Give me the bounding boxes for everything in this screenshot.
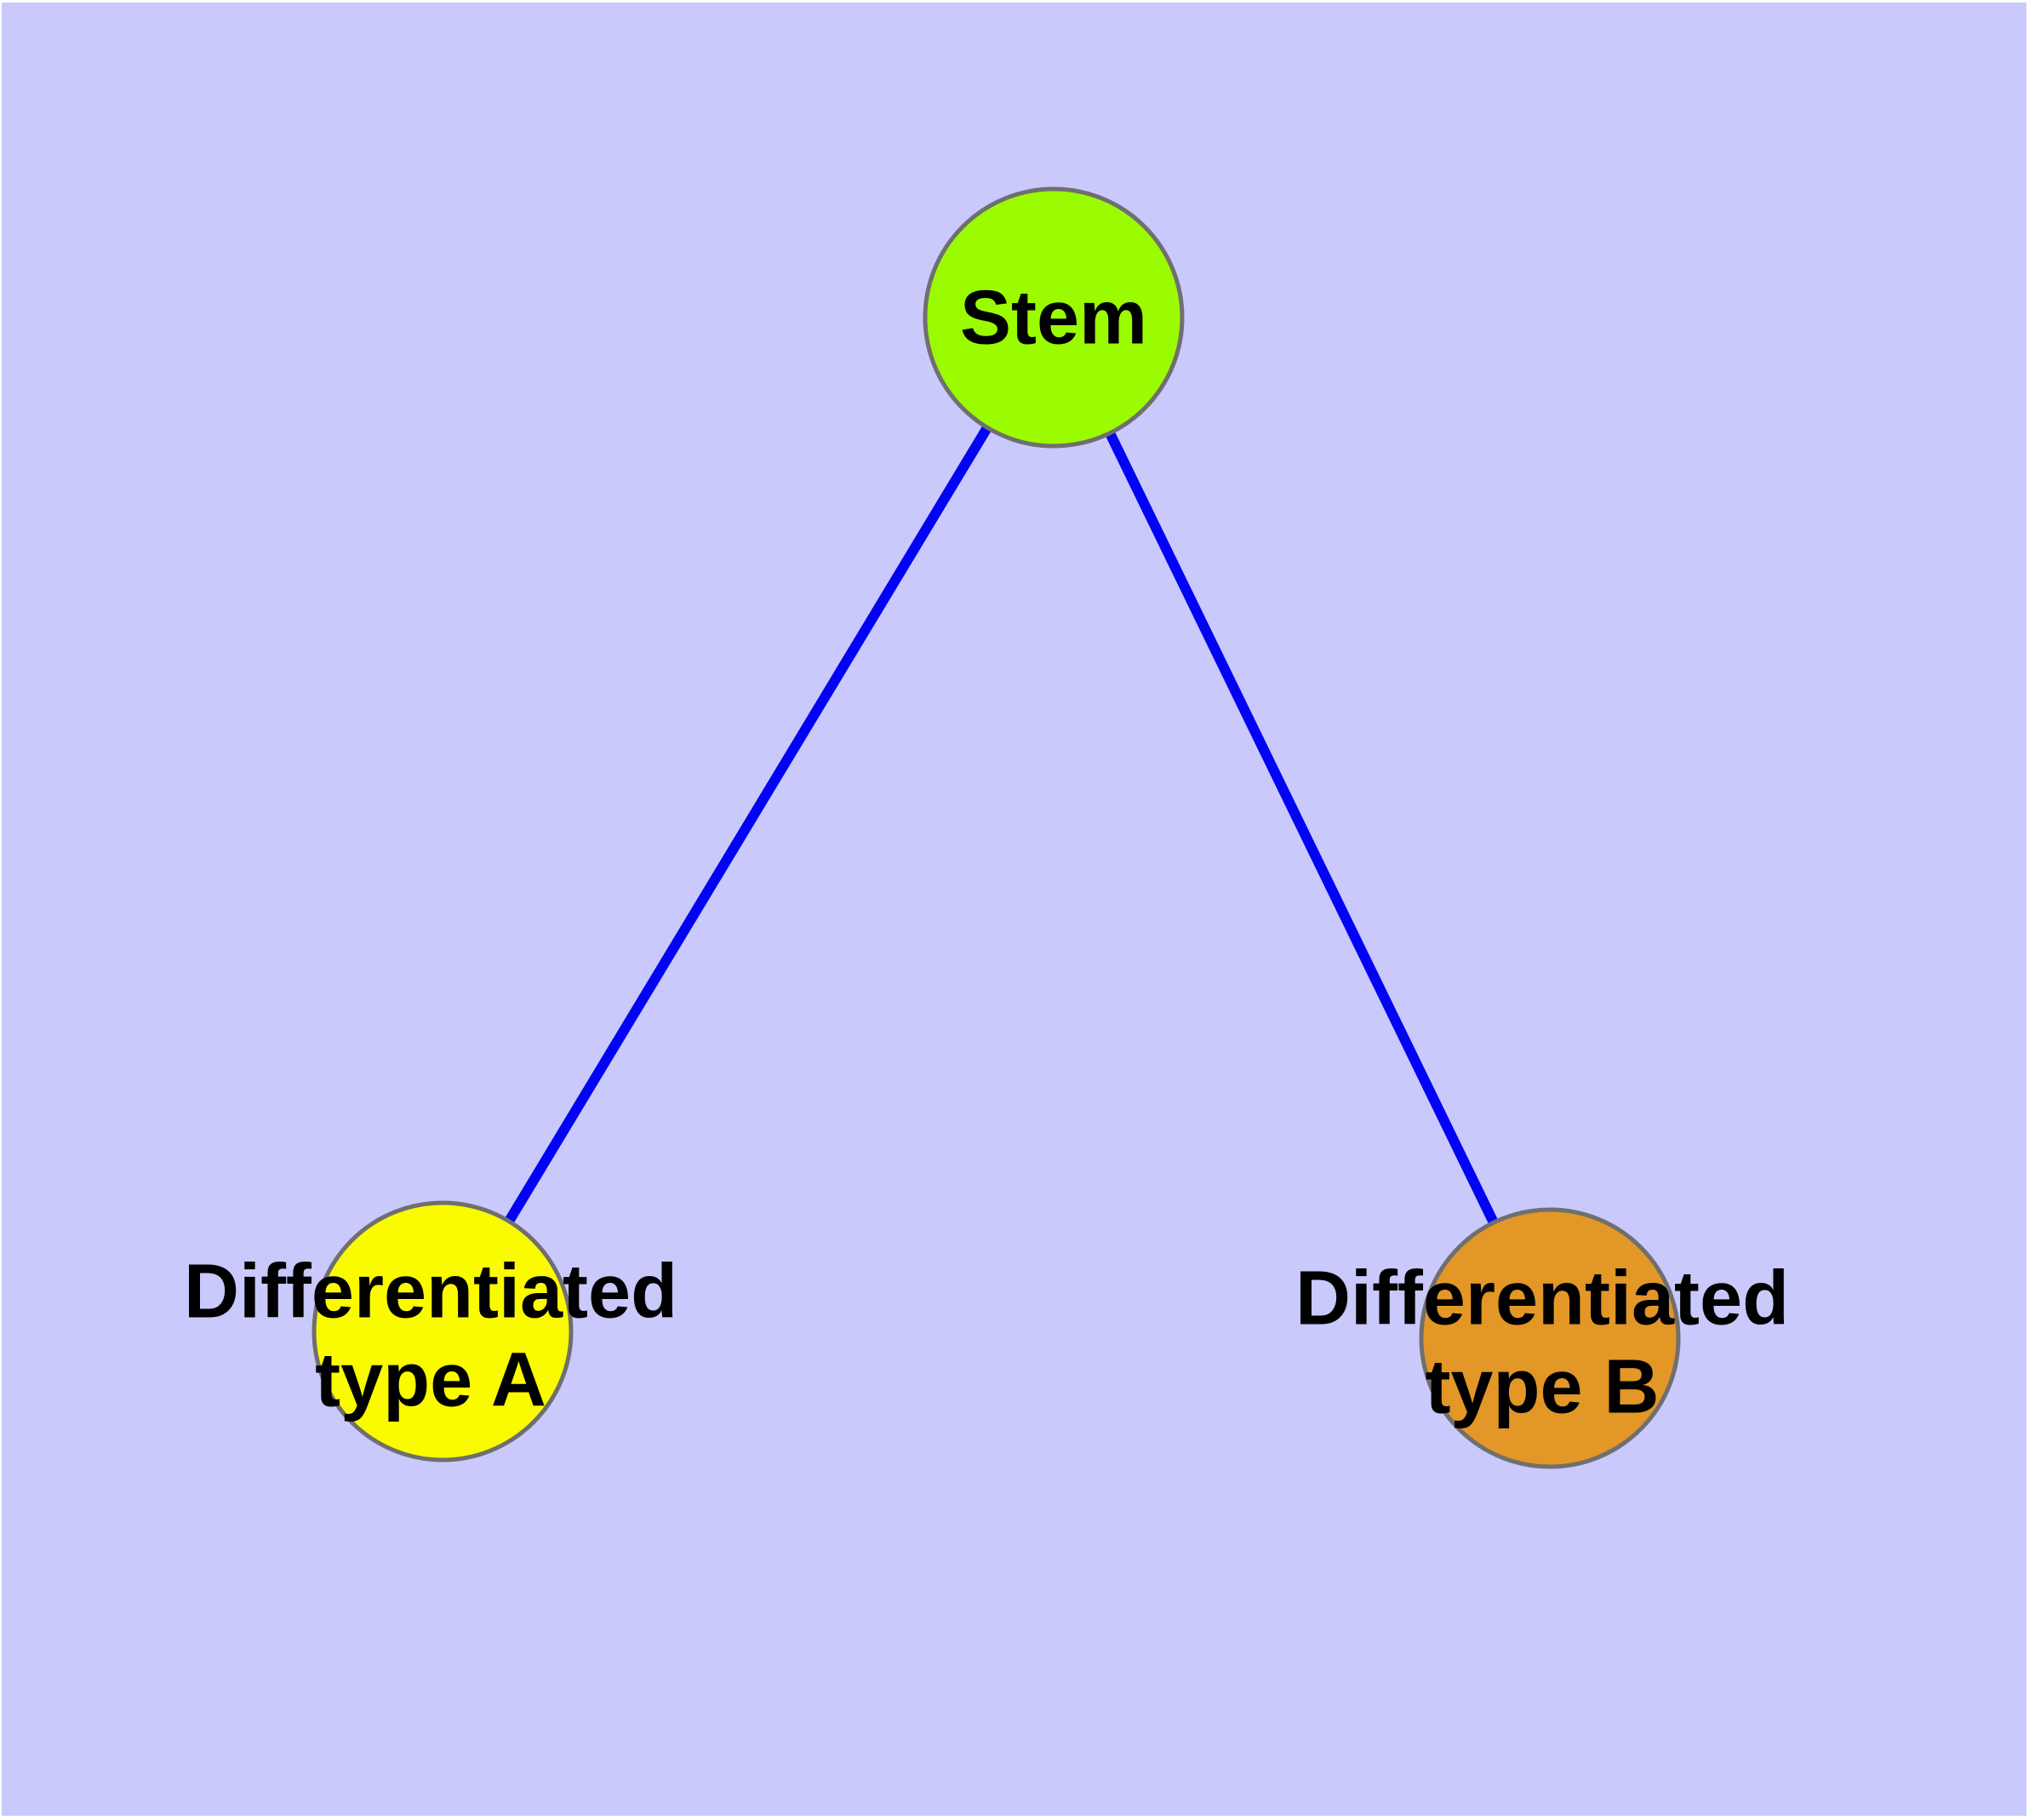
node-type-a-circle[interactable] xyxy=(311,1200,574,1462)
diagram-canvas: Stem Differentiated type A Differentiate… xyxy=(2,3,2026,1816)
node-type-b-circle[interactable] xyxy=(1419,1207,1681,1469)
node-stem-circle[interactable] xyxy=(923,186,1185,449)
edge-stem-to-type-b xyxy=(1049,315,1555,1341)
edge-stem-to-type-a xyxy=(437,314,1059,1335)
graph-svg xyxy=(311,186,1681,1469)
